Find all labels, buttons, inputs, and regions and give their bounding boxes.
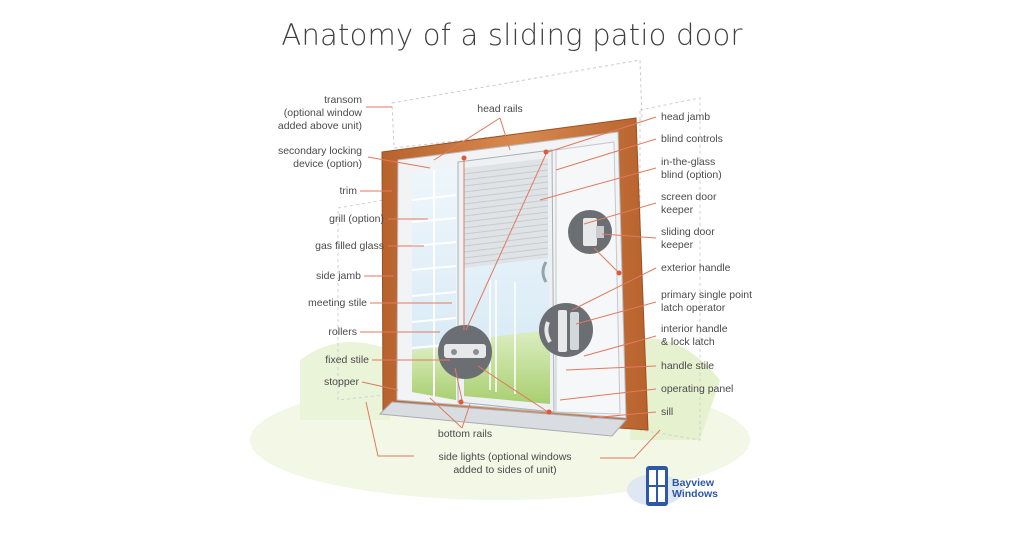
label-operating-panel: operating panel xyxy=(661,383,734,395)
label-sill: sill xyxy=(661,406,674,418)
right-panel xyxy=(555,141,621,415)
leader-dots xyxy=(458,149,622,415)
label-fixed-stile: fixed stile xyxy=(325,354,369,366)
label-grill: grill (option) xyxy=(329,213,384,225)
bayview-logo-mark xyxy=(627,466,683,506)
label-handle-stile: handle stile xyxy=(661,360,715,372)
label-stopper: stopper xyxy=(323,376,359,388)
diagram-title: Anatomy of a sliding patio door xyxy=(281,18,743,52)
label-side-jamb: side jamb xyxy=(316,270,361,282)
leader-lines xyxy=(360,106,661,459)
transom-outline xyxy=(391,59,643,149)
blind-slats xyxy=(463,163,549,265)
label-head-rails: head rails xyxy=(477,103,523,115)
label-head-jamb: head jamb xyxy=(661,111,711,123)
glass-reflections xyxy=(489,280,516,394)
in-glass-blind xyxy=(464,158,548,268)
inset-keeper xyxy=(568,210,612,254)
inset-latch xyxy=(539,303,593,357)
label-meeting-stile: meeting stile xyxy=(308,297,367,309)
label-exterior-handle: exterior handle xyxy=(661,262,731,274)
grill-lines xyxy=(411,170,457,396)
label-trim: trim xyxy=(339,185,358,197)
label-gas-filled-glass: gas filled glass xyxy=(315,240,384,252)
label-rollers: rollers xyxy=(328,326,357,338)
grass-left xyxy=(300,342,390,420)
door-handle xyxy=(541,261,548,283)
label-interior-handle: interior handle& lock latch xyxy=(661,323,728,348)
grass-right xyxy=(630,338,720,440)
label-bottom-rails: bottom rails xyxy=(437,428,493,440)
label-blind-controls: blind controls xyxy=(661,133,723,145)
inset-rollers xyxy=(438,325,492,379)
